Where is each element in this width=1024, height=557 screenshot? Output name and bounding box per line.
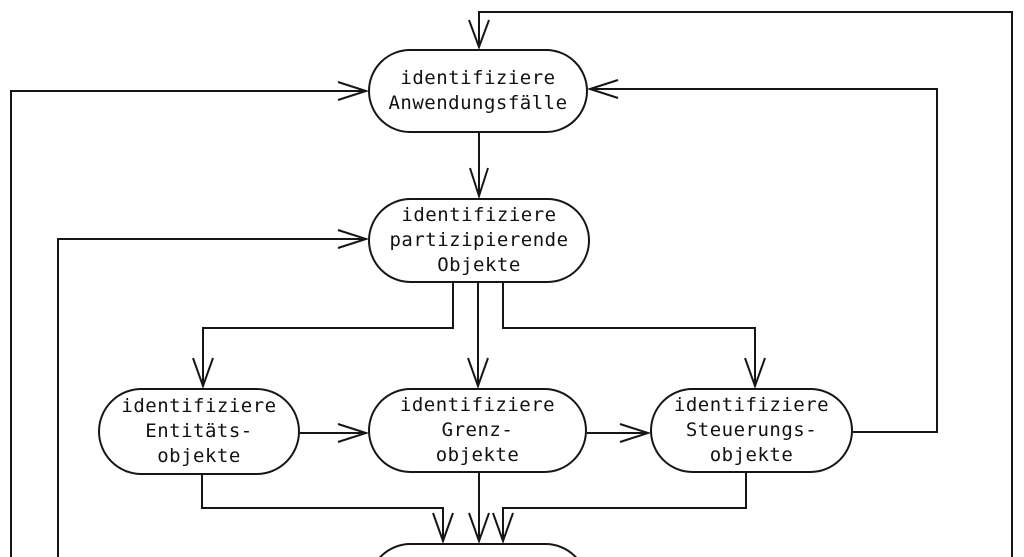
arrowhead-left-icon [586,79,619,99]
node-unteres-objekt-cut-off [368,543,588,557]
edge-entitaets-to-bottom [201,475,454,544]
node-identifiziere-entitaetsobjekte: identifiziere Entitäts- objekte [98,388,300,475]
edge-steuerungs-to-bottom [492,473,747,544]
node-label: identifiziere Grenz- objekte [399,394,556,466]
edge-left-rail-into-partizipierende [57,229,370,557]
arrowhead-down-icon [432,512,454,544]
edge-anwendungsfaelle-to-partizipierende [469,133,489,200]
node-identifiziere-grenzobjekte: identifiziere Grenz- objekte [368,388,587,473]
edge-loop-top-into-anwendungsfaelle [468,11,1013,557]
node-identifiziere-anwendungsfaelle: identifiziere Anwendungsfälle [368,49,588,133]
edge-grenz-to-steuerungs [587,423,652,443]
edge-partizipierende-to-steuerungs [502,283,766,389]
arrowhead-down-icon [468,19,490,50]
node-label: identifiziere Entitäts- objekte [121,395,277,467]
arrowhead-down-icon [744,357,766,389]
node-identifiziere-partizipierende-objekte: identifiziere partizipierende Objekte [368,198,590,283]
arrowhead-down-icon [467,357,489,389]
arrowhead-down-icon [468,512,490,544]
edge-steuerungs-to-anwendungsfaelle [586,79,938,433]
arrowhead-down-icon [192,357,214,389]
edge-partizipierende-to-entitaets [192,283,454,389]
edge-partizipierende-to-grenz [467,283,489,389]
node-label: identifiziere Anwendungsfälle [388,67,568,114]
edge-entitaets-to-grenz [300,423,370,443]
arrowhead-down-icon [492,512,514,544]
arrowhead-down-icon [469,167,489,200]
arrowhead-right-icon [337,81,370,101]
arrowhead-right-icon [619,423,652,443]
node-label: identifiziere Steuerungs- objekte [673,394,830,466]
arrowhead-right-icon [337,229,370,249]
arrowhead-right-icon [337,423,370,443]
node-label: identifiziere partizipierende Objekte [389,204,569,276]
edge-grenz-to-bottom [468,473,490,544]
edge-left-rail-into-anwendungsfaelle [10,81,370,557]
node-identifiziere-steuerungsobjekte: identifiziere Steuerungs- objekte [650,388,853,473]
